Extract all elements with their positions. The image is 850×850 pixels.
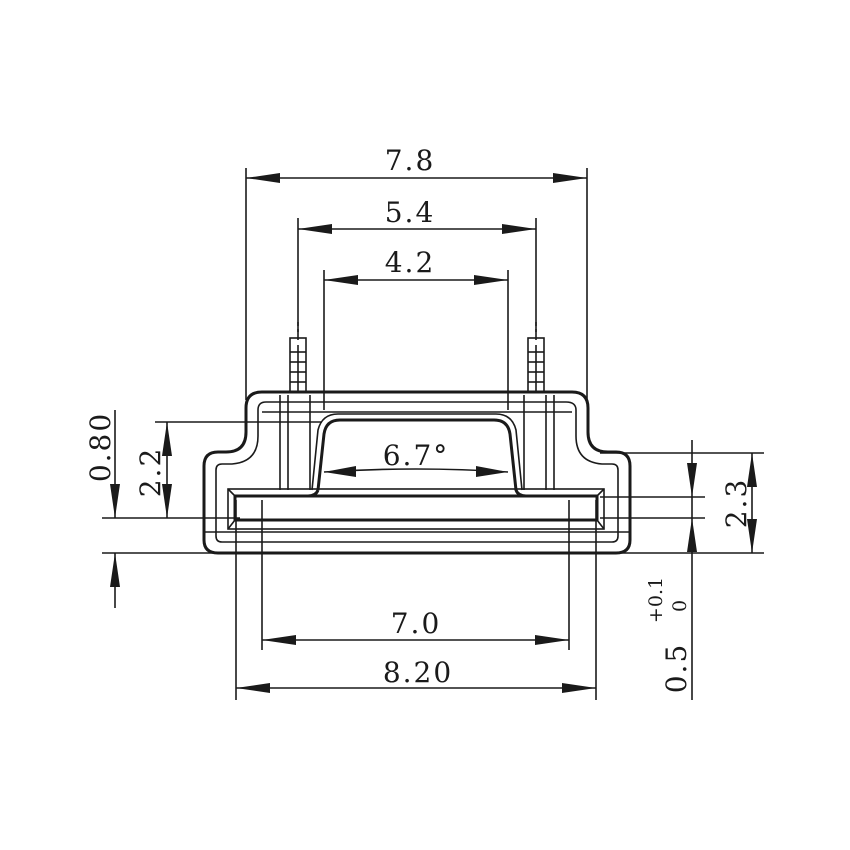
dim-label-inner-top: 4.2 [385, 246, 436, 279]
dim-label-tolerance-upper: +0.1 [645, 577, 667, 623]
dimension-inner-top: 4.2 [324, 246, 508, 285]
dimension-left-step: 2.2 [134, 422, 172, 518]
dimension-right-slot [687, 440, 697, 700]
dim-label-tolerance-base: 0.5 [660, 643, 693, 694]
dim-label-opening-width: 7.0 [391, 607, 442, 640]
dim-label-top-overall: 7.8 [385, 144, 436, 177]
dimension-top-overall: 7.8 [246, 144, 587, 183]
dim-label-left-step: 2.2 [134, 447, 167, 498]
dim-label-draft-angle: 6.7° [383, 439, 450, 472]
dim-label-pin-spacing: 5.4 [385, 196, 436, 229]
dimension-draft-angle: 6.7° [323, 439, 509, 477]
dimension-tolerance: 0.5 +0.1 0 [645, 577, 693, 693]
dimension-left-offset: 0.80 [84, 410, 120, 608]
dim-label-right-height: 2.3 [720, 478, 753, 529]
dimension-right-height: 2.3 [720, 453, 757, 553]
dim-label-tolerance-lower: 0 [669, 600, 691, 612]
dimension-bottom-overall: 8.20 [236, 656, 596, 693]
dimension-pin-spacing: 5.4 [298, 196, 536, 234]
connector-body [202, 390, 632, 555]
dimension-opening-width: 7.0 [262, 607, 569, 645]
dim-label-bottom-overall: 8.20 [383, 656, 453, 689]
dim-label-left-offset: 0.80 [84, 412, 117, 482]
